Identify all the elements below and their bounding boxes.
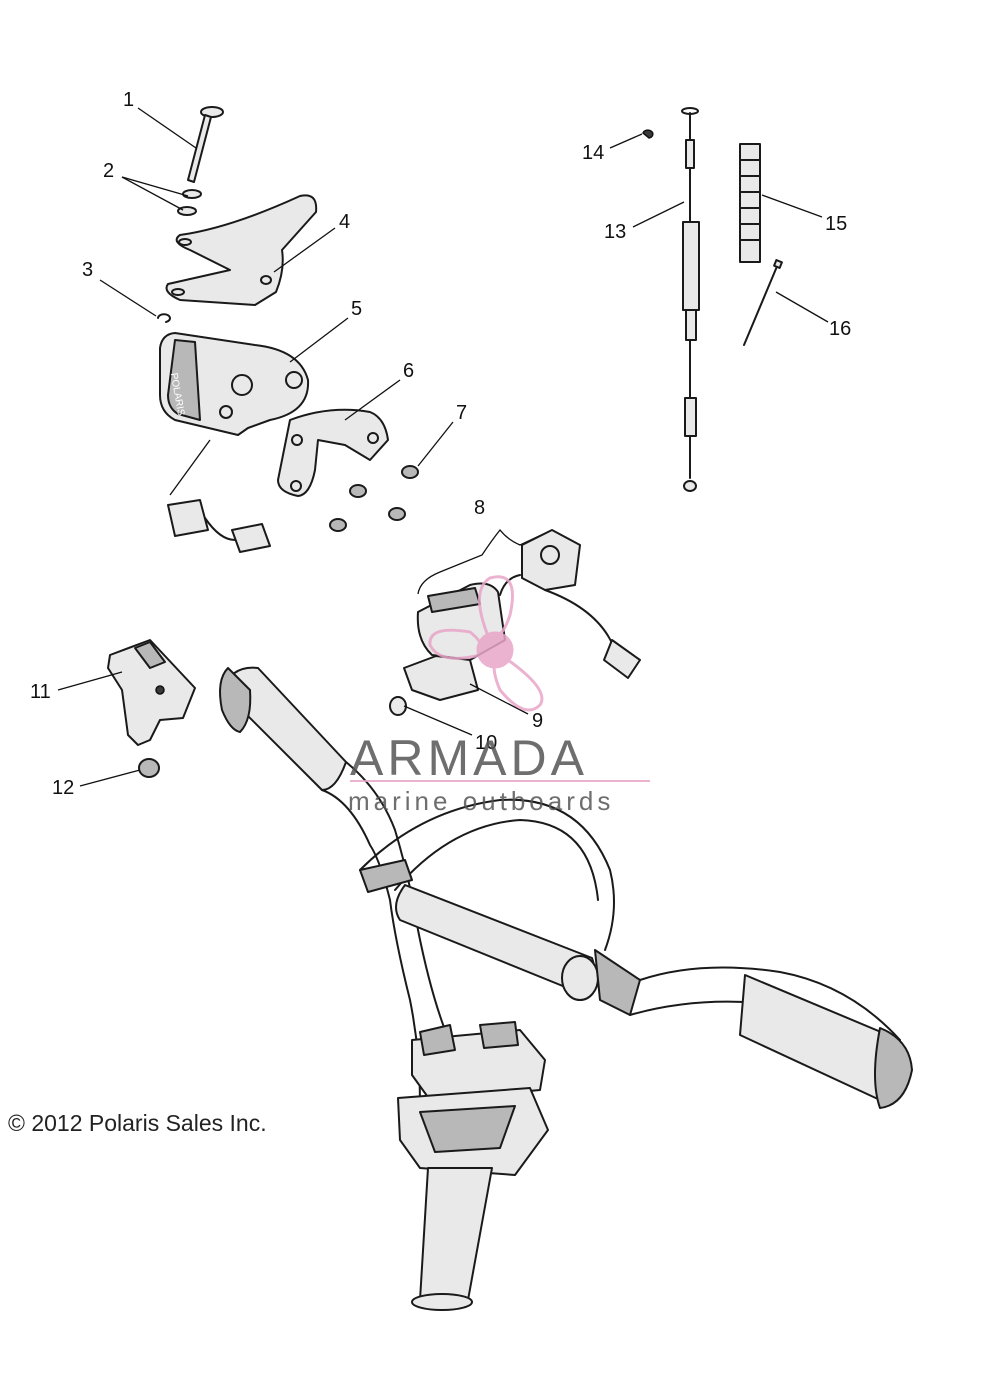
part-7-screws <box>329 465 419 532</box>
propeller-logo-icon <box>428 575 544 712</box>
callout-11: 11 <box>30 681 51 703</box>
switch-connector <box>167 439 271 553</box>
watermark-brand: ARMADA <box>350 730 588 786</box>
part-11-brake-housing <box>107 639 196 746</box>
watermark: ARMADA marine outboards <box>348 575 650 816</box>
handlebar <box>219 666 913 1311</box>
callout-8: 8 <box>474 497 485 519</box>
part-3-clip <box>157 313 171 323</box>
part-4-bracket <box>165 194 318 306</box>
copyright-notice: © 2012 Polaris Sales Inc. <box>8 1110 267 1136</box>
callout-5: 5 <box>351 298 362 320</box>
callout-14: 14 <box>582 142 604 164</box>
callout-10: 10 <box>475 732 497 754</box>
callout-7: 7 <box>456 402 467 424</box>
callout-3: 3 <box>82 259 93 281</box>
part-6-cover <box>277 408 389 497</box>
callout-9: 9 <box>532 710 543 732</box>
callout-16: 16 <box>829 318 851 340</box>
part-12-plug <box>138 758 160 778</box>
callout-6: 6 <box>403 360 414 382</box>
part-15-spring <box>739 143 761 263</box>
leader-lines <box>57 107 829 787</box>
callout-12: 12 <box>52 777 74 799</box>
part-13-cable <box>681 107 700 492</box>
callout-13: 13 <box>604 221 626 243</box>
callout-1: 1 <box>123 89 134 111</box>
part-14-clip <box>642 129 654 139</box>
part-16-tie <box>743 259 783 346</box>
part-1-bolt <box>187 106 224 183</box>
part-9-throttle-lever <box>403 655 479 701</box>
callout-4: 4 <box>339 211 350 233</box>
callout-2: 2 <box>103 160 114 182</box>
part-5-throttle-housing: POLARIS <box>159 332 310 436</box>
part-8-switch-assembly <box>416 528 641 679</box>
watermark-tagline: marine outboards <box>348 786 614 816</box>
callout-15: 15 <box>825 213 847 235</box>
part-10-screw <box>389 696 407 716</box>
callout-labels: 1 2 3 4 5 6 7 8 9 10 11 12 13 14 15 16 <box>30 89 851 799</box>
